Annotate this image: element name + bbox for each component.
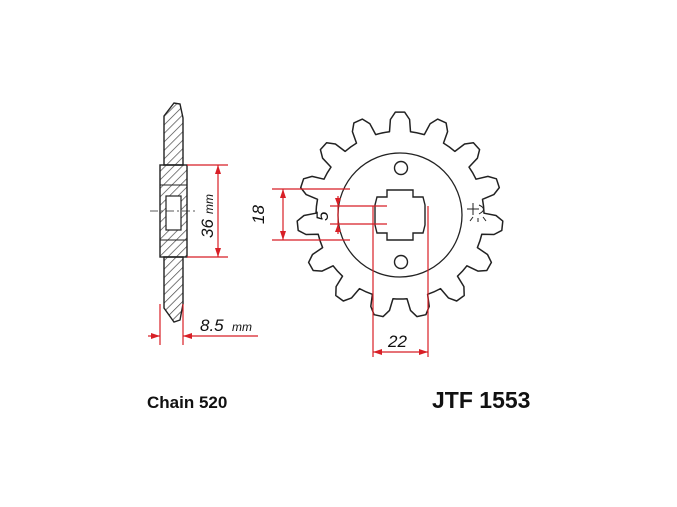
- bore-label: 22: [387, 332, 407, 351]
- spline-width-label: 5: [313, 211, 332, 221]
- splined-bore: [374, 189, 426, 241]
- manufacturer-mark-icon: [467, 203, 487, 222]
- spline-width-dimension: [330, 196, 387, 234]
- thickness-label: 8.5: [200, 316, 224, 335]
- hub-diameter-unit: mm: [202, 194, 216, 214]
- side-view-bore-gap: [165, 195, 182, 231]
- bolt-spacing-dimension: [272, 188, 350, 241]
- side-view-tooth-top: [163, 102, 184, 166]
- thickness-dimension: [148, 304, 258, 345]
- chain-size-label: Chain 520: [147, 393, 228, 412]
- bore-dimension: [372, 206, 429, 357]
- side-view: 36 mm 8.5 mm: [148, 102, 258, 345]
- thickness-unit: mm: [232, 320, 252, 334]
- hub-diameter-dimension: [187, 164, 228, 258]
- part-number: JTF 1553: [432, 387, 531, 413]
- bolt-hole-bottom: [393, 254, 409, 270]
- bolt-hole-top: [393, 160, 409, 176]
- hub-diameter-label: 36: [198, 219, 217, 238]
- side-view-tooth-bottom: [163, 256, 184, 323]
- front-view: 18 5 22: [249, 111, 504, 357]
- bolt-spacing-label: 18: [249, 205, 268, 224]
